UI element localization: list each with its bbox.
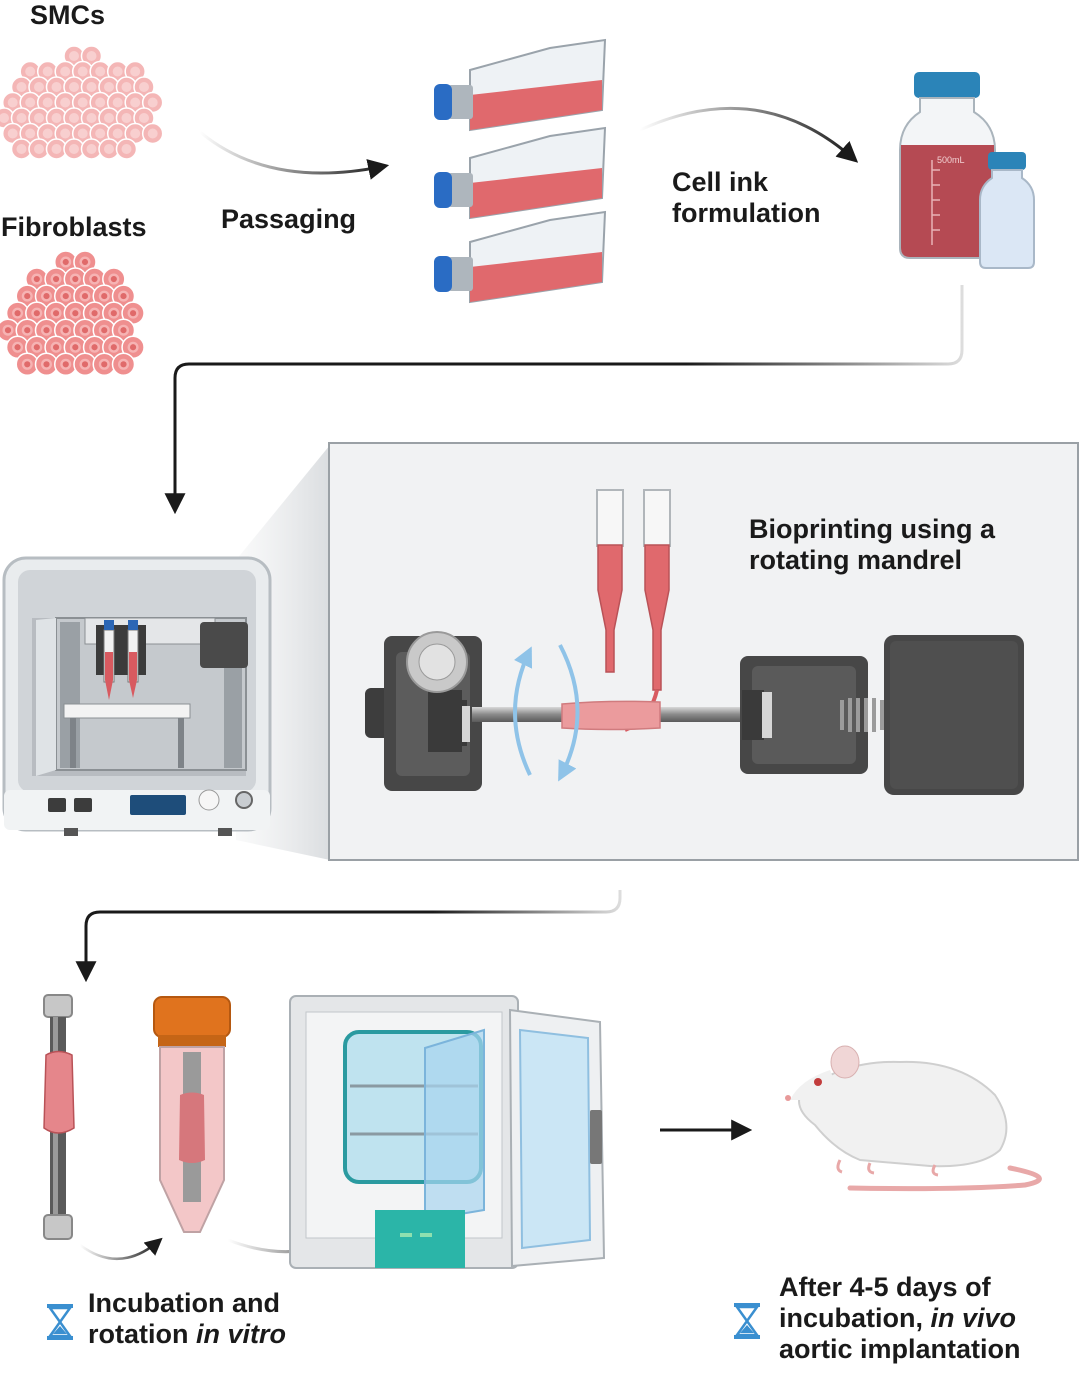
bioprinting-label: Bioprinting using a rotating mandrel	[749, 514, 995, 576]
smc-cell	[63, 138, 85, 160]
incubator-illustration	[289, 995, 606, 1269]
mandrel-construct	[43, 994, 75, 1240]
media-bottles: 500mL	[899, 72, 1035, 269]
incubation-line2-italic: in vitro	[196, 1319, 287, 1350]
smcs-label: SMCs	[30, 0, 106, 30]
smc-cell	[28, 138, 50, 160]
fibroblast-cell	[92, 352, 116, 377]
printing-connector-arrow-icon	[164, 285, 964, 515]
fibroblast-cell	[73, 318, 97, 342]
fibroblast-cell	[54, 284, 78, 308]
smc-cell	[36, 122, 59, 145]
smc-cell	[80, 138, 103, 160]
smc-cell	[124, 122, 146, 145]
rotating-mandrel	[365, 631, 1024, 795]
fibroblast-cell	[121, 335, 145, 359]
bioprinter-illustration	[2, 556, 272, 836]
smc-cell	[1, 91, 24, 114]
fibroblast-cell	[44, 335, 68, 359]
fibroblast-cell	[111, 352, 136, 377]
cell-ink-label: Cell ink formulation	[672, 167, 821, 229]
flask-cap-icon	[434, 172, 452, 208]
smc-cell	[80, 76, 103, 98]
after-line2-italic: in vivo	[930, 1303, 1017, 1334]
transfer-arrow-icon	[79, 1237, 163, 1260]
fibroblast-cell	[34, 352, 59, 377]
flask-cap-icon	[434, 256, 452, 292]
fibroblast-cell	[121, 301, 145, 325]
fibroblast-cell	[82, 267, 107, 291]
smc-cell	[124, 91, 146, 114]
cell-ink-arrow-icon	[639, 106, 859, 163]
culture-flasks	[434, 38, 607, 304]
fibroblast-cell	[111, 318, 136, 342]
implantation-label: After 4-5 days of incubation, in vivo ao…	[779, 1272, 1021, 1365]
passaging-label: Passaging	[221, 204, 357, 234]
fibroblast-cell	[54, 250, 78, 274]
fibroblast-cell	[44, 301, 68, 325]
smc-cell	[19, 60, 41, 83]
fibroblast-cell-cluster	[0, 250, 145, 377]
smc-cell	[106, 122, 129, 145]
after-line2-prefix: incubation,	[779, 1303, 931, 1334]
smc-cell	[63, 76, 85, 98]
smc-cell-cluster	[0, 45, 164, 160]
small-bottle-cap-icon	[988, 152, 1026, 170]
print-nozzles	[596, 489, 671, 732]
after-line2: incubation, in vivo	[779, 1303, 1021, 1334]
cell-ink-line2: formulation	[672, 198, 821, 229]
smc-cell	[89, 91, 111, 114]
cell-ink-line1: Cell ink	[672, 167, 769, 197]
after-line1: After 4-5 days of	[779, 1272, 991, 1302]
fibroblast-cell	[0, 318, 20, 342]
smc-cell	[89, 122, 111, 145]
smc-cell	[98, 107, 120, 129]
hourglass-icon	[47, 1304, 73, 1340]
fibroblast-cell	[73, 284, 97, 308]
smc-cell	[124, 60, 146, 83]
passaging-arrow-icon	[199, 130, 390, 180]
after-line3: aortic implantation	[779, 1334, 1021, 1365]
fibroblast-cell	[102, 267, 126, 291]
bottle-volume-label: 500mL	[937, 155, 965, 165]
incubation-connector-arrow-icon	[75, 890, 622, 983]
bioprinting-line2: rotating mandrel	[749, 545, 963, 576]
conical-tube	[153, 996, 231, 1233]
fibroblasts-label: Fibroblasts	[1, 212, 147, 242]
smc-cell	[133, 107, 155, 129]
smc-cell	[141, 122, 164, 145]
rat-illustration	[785, 1045, 1042, 1192]
bottle-cap-icon	[914, 72, 980, 98]
smc-cell	[133, 76, 155, 98]
smc-cell	[115, 138, 138, 160]
fibroblast-cell	[63, 301, 88, 325]
flask-cap-icon	[434, 84, 452, 120]
smc-cell	[80, 45, 103, 67]
hourglass-icon	[734, 1303, 760, 1339]
incubation-label: Incubation and rotation in vitro	[88, 1288, 286, 1350]
fibroblast-cell	[63, 267, 88, 291]
incubation-line1: Incubation and	[88, 1288, 280, 1318]
incubation-line2-prefix: rotation	[88, 1319, 196, 1350]
bioprinting-line1: Bioprinting using a	[749, 514, 995, 544]
incubation-line2: rotation in vitro	[88, 1319, 286, 1350]
